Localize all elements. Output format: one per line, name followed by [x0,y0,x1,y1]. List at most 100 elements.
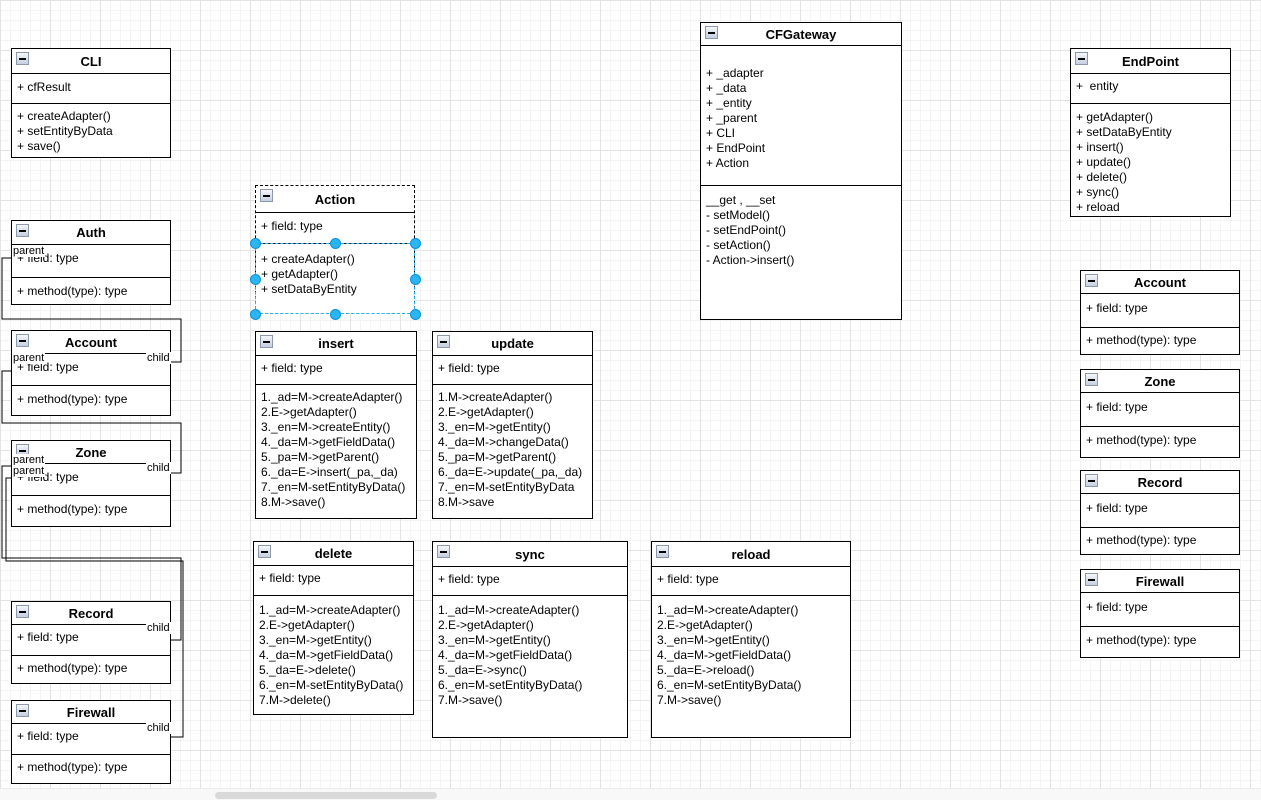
class-box-firewall-left[interactable]: Firewall+ field: type+ method(type): typ… [11,700,171,784]
selection-handle[interactable] [410,238,421,249]
attribute-row[interactable]: + field: type [261,219,323,233]
method-row[interactable]: 5._pa=M->getParent() [438,450,557,464]
selection-handle[interactable] [250,309,261,320]
class-box-cfgateway[interactable]: CFGateway+ _adapter+ _data+ _entity+ _pa… [700,22,902,320]
attribute-row[interactable]: + _adapter [706,66,764,80]
edge-label-parent[interactable]: parent [12,465,46,477]
methods-compartment[interactable]: + method(type): type [1081,427,1239,457]
method-row[interactable]: 8.M->save() [261,495,326,509]
method-row[interactable]: 7.M->save() [657,693,722,707]
edge-label-child[interactable]: child [146,352,171,364]
method-row[interactable]: + method(type): type [17,502,128,516]
method-row[interactable]: 6._en=M-setEntityByData() [657,678,802,692]
method-row[interactable]: 1._ad=M->createAdapter() [259,603,401,617]
method-row[interactable]: 7.M->save() [438,693,503,707]
class-box-cli[interactable]: CLI+ cfResult+ createAdapter()+ setEntit… [11,48,171,158]
attribute-row[interactable]: + field: type [261,361,323,375]
method-row[interactable]: 1._ad=M->createAdapter() [438,603,580,617]
attribute-row[interactable]: + field: type [17,729,79,743]
class-box-record-right[interactable]: Record+ field: type+ method(type): type [1080,470,1240,555]
method-row[interactable]: + method(type): type [1086,433,1197,447]
selection-handle[interactable] [410,309,421,320]
association-edge-auth-to-account[interactable] [1,257,182,363]
method-row[interactable]: 5._pa=M->getParent() [261,450,380,464]
method-row[interactable]: 6._en=M-setEntityByData() [259,678,404,692]
method-row[interactable]: 5._da=E->reload() [657,663,755,677]
methods-compartment[interactable]: 1._ad=M->createAdapter()2.E->getAdapter(… [433,596,627,737]
collapse-icon[interactable] [16,605,29,618]
method-row[interactable]: + method(type): type [17,661,128,675]
methods-compartment[interactable]: + createAdapter()+ getAdapter()+ setData… [256,244,414,313]
attribute-row[interactable]: + field: type [1086,501,1148,515]
method-row[interactable]: 5._da=E->sync() [438,663,527,677]
collapse-icon[interactable] [258,545,271,558]
method-row[interactable]: + method(type): type [17,392,128,406]
collapse-icon[interactable] [705,26,718,39]
attribute-row[interactable]: + _entity [706,96,752,110]
attribute-row[interactable]: + cfResult [17,80,71,94]
attributes-compartment[interactable]: + field: type [1081,494,1239,528]
selection-handle[interactable] [250,273,261,285]
method-row[interactable]: __get , __set [706,193,776,207]
collapse-icon[interactable] [1085,274,1098,287]
method-row[interactable]: 3._en=M->createEntity() [261,420,391,434]
method-row[interactable]: 1._ad=M->createAdapter() [657,603,799,617]
method-row[interactable]: 6._da=E->update(_pa,_da) [438,465,583,479]
method-row[interactable]: 3._en=M->getEntity() [657,633,770,647]
method-row[interactable]: + getAdapter() [261,267,339,281]
collapse-icon[interactable] [1085,474,1098,487]
method-row[interactable]: 7._en=M-setEntityByData [438,480,575,494]
edge-label-parent[interactable]: parent [12,245,46,257]
method-row[interactable]: + insert() [1076,140,1124,154]
collapse-icon[interactable] [260,335,273,348]
methods-compartment[interactable]: __get , __set- setModel()- setEndPoint()… [701,186,901,319]
method-row[interactable]: + method(type): type [1086,333,1197,347]
collapse-icon[interactable] [656,545,669,558]
class-box-account-left[interactable]: Account+ field: type+ method(type): type [11,330,171,416]
method-row[interactable]: + sync() [1076,185,1120,199]
attributes-compartment[interactable]: + field: type [254,566,413,596]
methods-compartment[interactable]: + method(type): type [12,496,170,526]
methods-compartment[interactable]: + method(type): type [1081,328,1239,354]
method-row[interactable]: 3._en=M->getEntity() [438,420,551,434]
methods-compartment[interactable]: 1._ad=M->createAdapter()2.E->getAdapter(… [256,385,416,518]
selection-handle[interactable] [330,238,341,249]
method-row[interactable]: 4._da=M->changeData() [438,435,569,449]
methods-compartment[interactable]: + method(type): type [1081,627,1239,657]
attribute-row[interactable]: + field: type [1086,301,1148,315]
method-row[interactable]: 7.M->delete() [259,693,331,707]
method-row[interactable]: + method(type): type [17,284,128,298]
collapse-icon[interactable] [1085,373,1098,386]
method-row[interactable]: + update() [1076,155,1132,169]
method-row[interactable]: 4._da=M->getFieldData() [261,435,396,449]
method-row[interactable]: 3._en=M->getEntity() [259,633,372,647]
method-row[interactable]: - setAction() [706,238,771,252]
method-row[interactable]: + createAdapter() [261,252,355,266]
horizontal-scrollbar-thumb[interactable] [215,792,437,799]
attributes-compartment[interactable]: + field: type [256,356,416,385]
method-row[interactable]: + delete() [1076,170,1128,184]
attribute-row[interactable]: + _data [706,81,747,95]
collapse-icon[interactable] [260,189,273,202]
method-row[interactable]: + method(type): type [17,760,128,774]
class-box-zone-right[interactable]: Zone+ field: type+ method(type): type [1080,369,1240,458]
method-row[interactable]: 8.M->save [438,495,495,509]
attributes-compartment[interactable]: + field: type [12,724,170,755]
method-row[interactable]: + getAdapter() [1076,110,1154,124]
attribute-row[interactable]: + field: type [657,572,719,586]
method-row[interactable]: 1._ad=M->createAdapter() [261,390,403,404]
attribute-row[interactable]: + CLI [706,126,736,140]
method-row[interactable]: + setDataByEntity [261,282,357,296]
method-row[interactable]: + setDataByEntity [1076,125,1172,139]
methods-compartment[interactable]: + method(type): type [12,278,170,304]
methods-compartment[interactable]: + getAdapter()+ setDataByEntity+ insert(… [1071,104,1230,216]
association-edge-zone-to-firewall[interactable] [5,477,184,738]
attributes-compartment[interactable]: + cfResult [12,74,170,104]
method-row[interactable]: 1.M->createAdapter() [438,390,553,404]
selection-handle[interactable] [250,238,261,249]
attribute-row[interactable]: + field: type [17,630,79,644]
methods-compartment[interactable]: + method(type): type [12,386,170,415]
